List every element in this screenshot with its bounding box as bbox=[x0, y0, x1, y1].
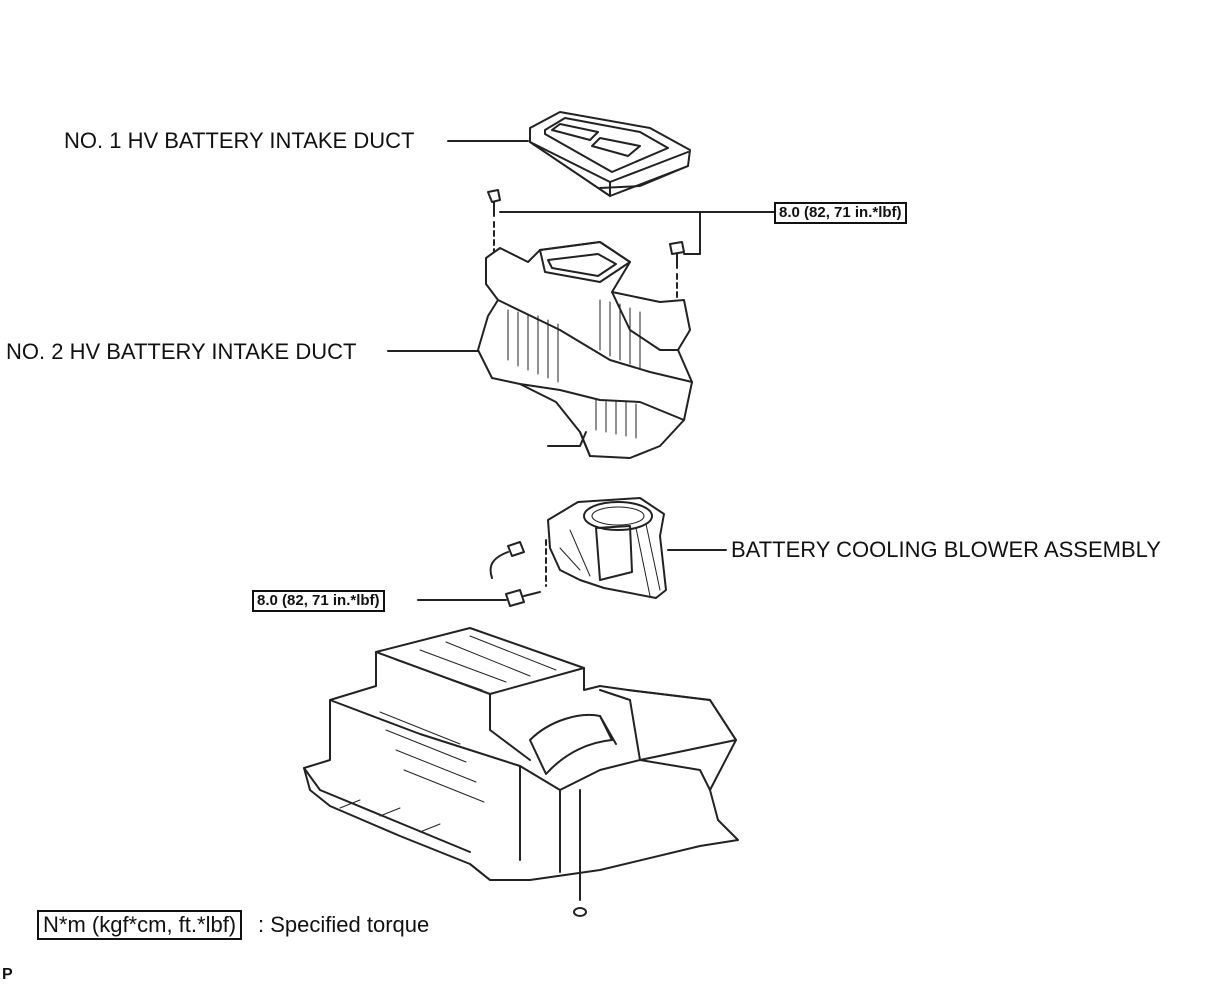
upper-bolts bbox=[487, 189, 685, 301]
torque-legend-text: : Specified torque bbox=[258, 912, 430, 937]
hv-battery-pack-part bbox=[303, 627, 739, 917]
torque-legend-box: N*m (kgf*cm, ft.*lbf) bbox=[37, 910, 243, 940]
corner-mark: P bbox=[2, 966, 13, 983]
no2-intake-duct-label: NO. 2 HV BATTERY INTAKE DUCT bbox=[6, 339, 357, 364]
upper-torque-callout: 8.0 (82, 71 in.*lbf) bbox=[774, 202, 907, 224]
leader-lines bbox=[387, 140, 775, 601]
blower-assembly-part bbox=[489, 497, 667, 607]
no1-intake-duct-part bbox=[529, 111, 691, 197]
blower-assembly-label: BATTERY COOLING BLOWER ASSEMBLY bbox=[731, 537, 1161, 562]
no2-intake-duct-part bbox=[477, 241, 693, 459]
lower-torque-callout: 8.0 (82, 71 in.*lbf) bbox=[252, 590, 385, 612]
no1-intake-duct-label: NO. 1 HV BATTERY INTAKE DUCT bbox=[64, 128, 415, 153]
